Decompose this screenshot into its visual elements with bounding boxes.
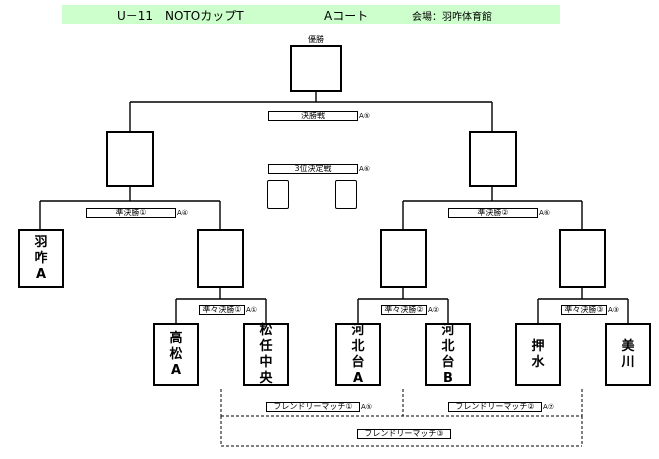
friendly-3-label: フレンドリーマッチ③ [357,429,451,439]
third-place-box-left [267,180,289,209]
friendly-1-code: A⑤ [361,403,373,411]
semifinal-1-code: A④ [177,209,189,217]
third-place-code: A⑥ [359,165,371,173]
team-box-mikawa: 美 川 [605,323,651,386]
court-name: Aコート [324,9,369,23]
quarterfinal-2-label: 準々決勝② [381,305,427,315]
tournament-title: U－11 NOTOカップT [117,9,244,23]
team-box-shonin-chuo: 松 任 中 央 [243,323,289,386]
quarterfinal-2-code: A② [428,306,440,314]
winner-label: 優勝 [308,35,324,44]
winner-box [290,45,342,92]
finalist-box-right [469,131,517,187]
team-name-kahokudai-b: 河 北 台 B [441,322,455,386]
qf3-winner-box [559,229,606,288]
team-name-oshimizu: 押 水 [531,338,545,370]
third-place-box-right [335,180,357,209]
team-name-shonin-chuo: 松 任 中 央 [259,322,273,386]
team-box-kahokudai-a: 河 北 台 A [335,323,381,386]
header-bar: U－11 NOTOカップT Aコート 会場：羽咋体育館 [62,5,560,24]
venue-name: 会場：羽咋体育館 [412,12,492,23]
friendly-2-code: A⑦ [543,403,555,411]
team-box-hakui-a: 羽 咋 A [18,229,64,288]
quarterfinal-3-label: 準々決勝③ [561,305,607,315]
quarterfinal-1-code: A① [246,306,258,314]
semifinal-2-code: A⑥ [539,209,551,217]
team-box-kahokudai-b: 河 北 台 B [425,323,471,386]
team-name-takamatsu-a: 高 松 A [169,330,183,378]
final-label: 決勝戦 [268,111,358,121]
qf1-winner-box [197,229,244,288]
qf2-winner-box [380,229,427,288]
semifinal-1-label: 準決勝① [86,208,176,218]
team-box-oshimizu: 押 水 [515,323,561,386]
team-name-mikawa: 美 川 [621,338,635,370]
team-box-takamatsu-a: 高 松 A [153,323,199,386]
quarterfinal-1-label: 準々決勝① [199,305,245,315]
team-name-kahokudai-a: 河 北 台 A [351,322,365,386]
semifinal-2-label: 準決勝② [448,208,538,218]
quarterfinal-3-code: A③ [608,306,620,314]
final-code: A⑤ [359,112,371,120]
third-place-label: 3位決定戦 [268,164,358,174]
friendly-1-label: フレンドリーマッチ① [266,402,360,412]
team-name-hakui-a: 羽 咋 A [34,234,48,282]
friendly-2-label: フレンドリーマッチ② [448,402,542,412]
finalist-box-left [106,131,154,187]
